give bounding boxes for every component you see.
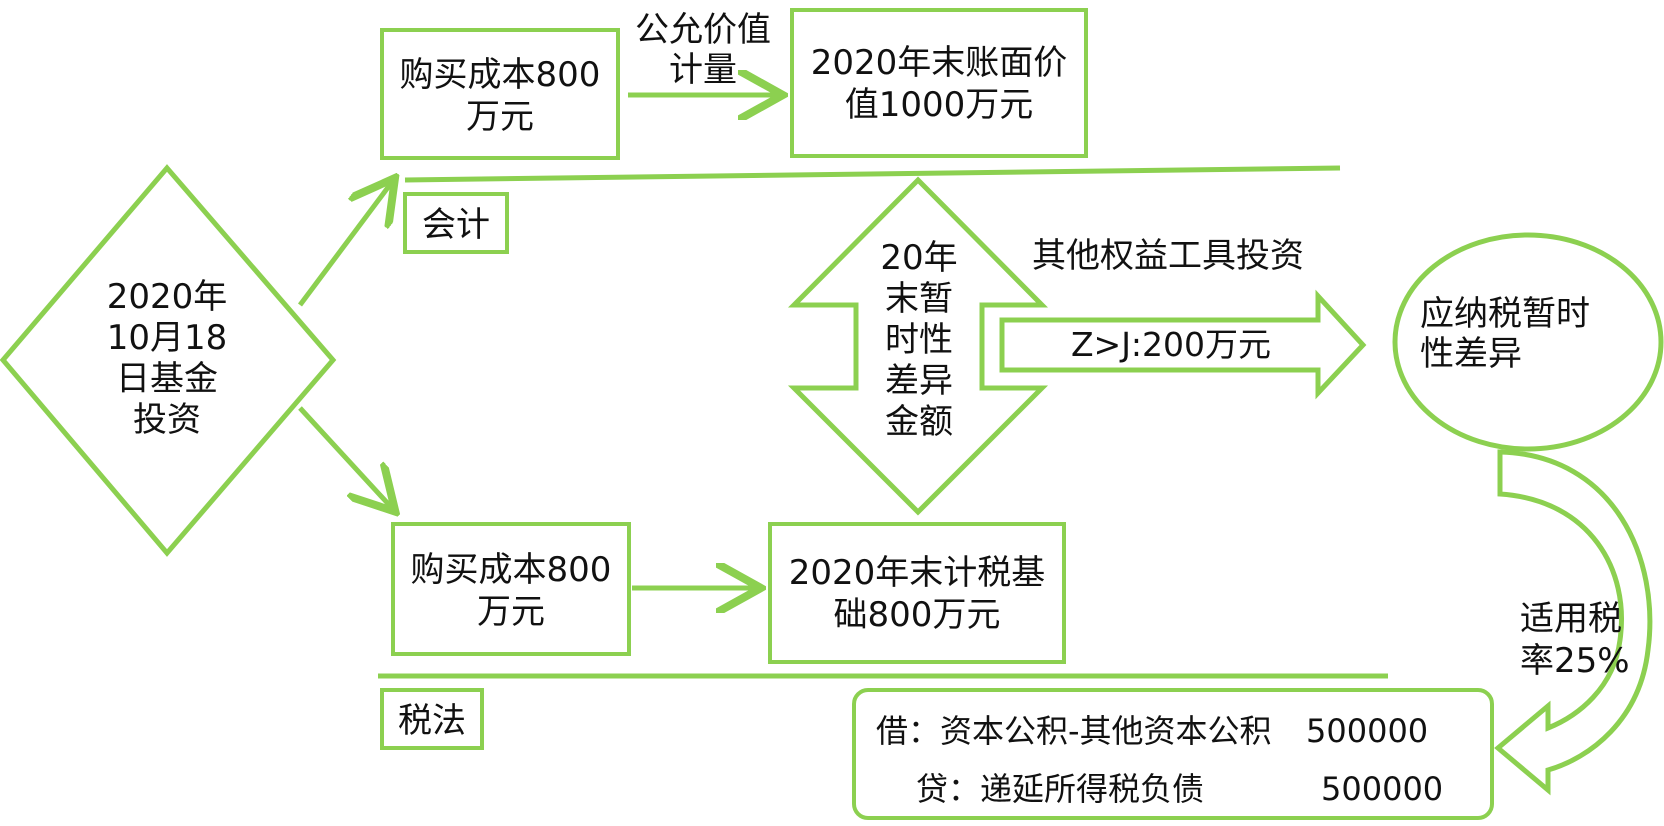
tax-base-line-2: 础800万元: [833, 595, 1001, 635]
tax-label-box: 税法: [380, 688, 484, 750]
difference-double-arrow: [787, 176, 1049, 516]
accounting-cost-line-1: 购买成本800: [399, 55, 601, 95]
tax-cost-line-2: 万元: [477, 592, 545, 632]
fair-value-line-1: 公允价值: [635, 10, 771, 50]
fair-value-label: 公允价值 计量: [628, 10, 778, 90]
rate-line-2: 率25%: [1520, 641, 1630, 681]
ellipse-line-1: 应纳税暂时: [1420, 294, 1590, 334]
accounting-separator: [404, 165, 1341, 183]
tax-base-box: 2020年末计税基 础800万元: [768, 522, 1066, 664]
accounting-label-box: 会计: [403, 192, 509, 254]
difference-line-5: 金额: [885, 402, 953, 442]
fair-value-line-2: 计量: [669, 50, 737, 90]
rate-line-1: 适用税: [1520, 599, 1622, 639]
tax-cost-line-1: 购买成本800: [410, 550, 612, 590]
right-arrow-label: Z>J:200万元: [1070, 325, 1272, 364]
arrow-to-tax: [298, 406, 392, 508]
journal-entry-box: 借：资本公积-其他资本公积 500000 贷：递延所得税负债 500000: [852, 688, 1494, 820]
difference-line-1: 20年: [880, 238, 958, 278]
difference-line-3: 时性: [885, 320, 953, 360]
debit-amount: 500000: [1306, 712, 1429, 750]
investment-type-label: 其他权益工具投资: [1032, 236, 1304, 276]
accounting-cost-box: 购买成本800 万元: [380, 28, 620, 160]
curved-block-arrow: [1494, 449, 1653, 796]
accounting-label: 会计: [422, 205, 490, 245]
credit-label: 贷：递延所得税负债: [916, 770, 1205, 808]
taxable-difference-ellipse: [1392, 232, 1664, 452]
difference-label: 20年 末暂 时性 差异 金额: [856, 238, 982, 443]
difference-line-4: 差异: [885, 361, 953, 401]
diamond-line-3: 日基金: [116, 359, 218, 399]
accounting-value-box: 2020年末账面价 值1000万元: [790, 8, 1088, 158]
tax-cost-box: 购买成本800 万元: [391, 522, 631, 656]
difference-line-2: 末暂: [885, 279, 953, 319]
accounting-value-line-1: 2020年末账面价: [810, 43, 1068, 83]
rate-label: 适用税 率25%: [1520, 598, 1640, 682]
investment-diamond: [0, 164, 337, 557]
diamond-line-4: 投资: [133, 400, 201, 440]
accounting-value-line-2: 值1000万元: [844, 85, 1034, 125]
ellipse-label: 应纳税暂时 性差异: [1420, 294, 1620, 374]
tax-base-line-1: 2020年末计税基: [788, 553, 1046, 593]
credit-amount: 500000: [1321, 770, 1444, 808]
arrow-to-accounting: [297, 182, 392, 307]
diamond-line-2: 10月18: [106, 318, 228, 358]
diamond-label: 2020年 10月18 日基金 投资: [87, 277, 247, 441]
tax-label: 税法: [398, 701, 466, 741]
right-block-arrow: [999, 289, 1367, 400]
accounting-cost-line-2: 万元: [466, 97, 534, 137]
diamond-line-1: 2020年: [106, 277, 228, 317]
ellipse-line-2: 性差异: [1420, 334, 1522, 374]
debit-label: 借：资本公积-其他资本公积: [876, 712, 1272, 750]
